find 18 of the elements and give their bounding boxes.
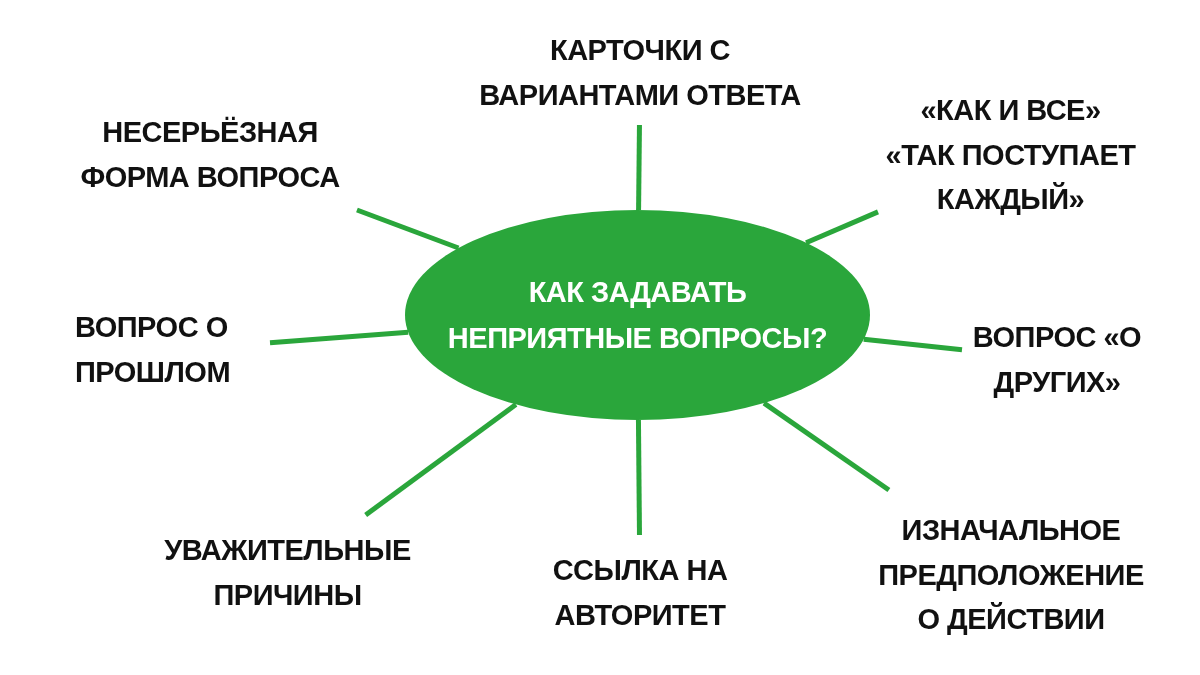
- connector-line: [269, 329, 409, 346]
- connector-line: [635, 420, 642, 535]
- topic-label: ССЫЛКА НА АВТОРИТЕТ: [551, 552, 729, 633]
- topic-label: УВАЖИТЕЛЬНЫЕ ПРИЧИНЫ: [163, 532, 412, 613]
- connector-line: [356, 207, 460, 251]
- connector-line: [762, 401, 891, 493]
- topic-label: «КАК И ВСЕ»: [920, 92, 1101, 128]
- connector-line: [863, 336, 963, 353]
- topic-label: НЕСЕРЬЁЗНАЯ ФОРМА ВОПРОСА: [79, 115, 341, 195]
- topic-label: ВОПРОС «О ДРУГИХ»: [971, 320, 1143, 400]
- topic-label: ВОПРОС О ПРОШЛОМ: [75, 310, 232, 390]
- topic-label: «ТАК ПОСТУПАЕТ КАЖДЫЙ»: [884, 137, 1137, 218]
- connector-line: [636, 124, 642, 211]
- topic-label: КАРТОЧКИ С ВАРИАНТАМИ ОТВЕТА: [478, 32, 802, 113]
- topic-label: ИЗНАЧАЛЬНОЕ ПРЕДПОЛОЖЕНИЕ О ДЕЙСТВИИ: [878, 512, 1144, 638]
- central-question: КАК ЗАДАВАТЬ НЕПРИЯТНЫЕ ВОПРОСЫ?: [447, 274, 828, 356]
- connector-line: [364, 402, 518, 517]
- connector-line: [805, 209, 879, 245]
